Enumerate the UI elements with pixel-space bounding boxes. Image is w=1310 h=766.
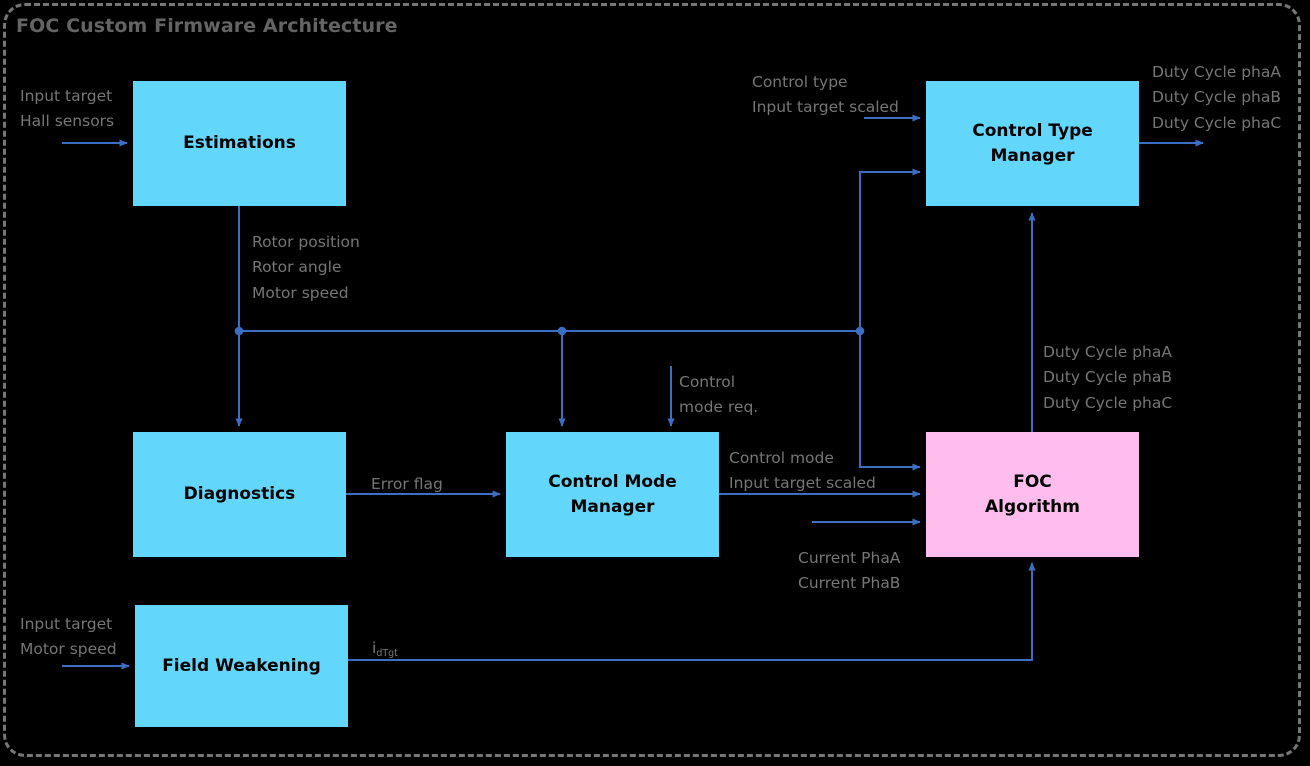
signal-label-foc_duty_feedback: Duty Cycle phaA Duty Cycle phaB Duty Cyc… xyxy=(1043,343,1173,412)
signal-label-ctm_inputs: Control type Input target scaled xyxy=(752,73,899,117)
node-label: Diagnostics xyxy=(183,484,296,505)
node-foc_algorithm[interactable]: FOC Algorithm xyxy=(926,432,1139,557)
signal-label-fw_output: idTgt xyxy=(372,636,398,661)
signal-label-text: i xyxy=(372,639,377,657)
wire-junction-dots xyxy=(234,326,865,336)
wire-paths xyxy=(62,114,1204,670)
node-label: Estimations xyxy=(183,133,296,154)
node-field_weakening[interactable]: Field Weakening xyxy=(135,605,348,727)
node-control_type_manager[interactable]: Control Type Manager xyxy=(926,81,1139,206)
junction-estimations-branch xyxy=(234,326,244,336)
wire-field-weakening-to-foc xyxy=(348,562,1036,661)
node-label: Control Mode Manager xyxy=(548,471,677,517)
signal-label-estimations_inputs: Input target Hall sensors xyxy=(20,87,115,131)
node-diagnostics[interactable]: Diagnostics xyxy=(133,432,346,557)
node-estimations[interactable]: Estimations xyxy=(133,81,346,206)
junction-mid-branch xyxy=(557,326,567,336)
junction-right-branch xyxy=(855,326,865,336)
node-control_mode_manager[interactable]: Control Mode Manager xyxy=(506,432,719,557)
wire-bus-to-ctm xyxy=(859,168,921,331)
signal-label-cmm_outputs: Control mode Input target scaled xyxy=(729,449,876,493)
signal-label-subscript: dTgt xyxy=(376,648,398,659)
signal-label-estimations_outputs: Rotor position Rotor angle Motor speed xyxy=(252,233,360,302)
signal-label-ctm_outputs: Duty Cycle phaA Duty Cycle phaB Duty Cyc… xyxy=(1152,63,1282,132)
signal-label-foc_current_inputs: Current PhaA Current PhaB xyxy=(798,549,901,593)
signal-label-cmm_mode_req: Control mode req. xyxy=(679,373,759,417)
node-label: Field Weakening xyxy=(162,655,321,676)
node-label: Control Type Manager xyxy=(972,120,1093,166)
signal-label-error_flag: Error flag xyxy=(371,475,443,493)
signal-label-fw_inputs: Input target Motor speed xyxy=(20,615,117,659)
page-title: FOC Custom Firmware Architecture xyxy=(16,15,398,37)
node-label: FOC Algorithm xyxy=(985,471,1080,517)
wire-bus-to-foc-top xyxy=(859,331,921,471)
